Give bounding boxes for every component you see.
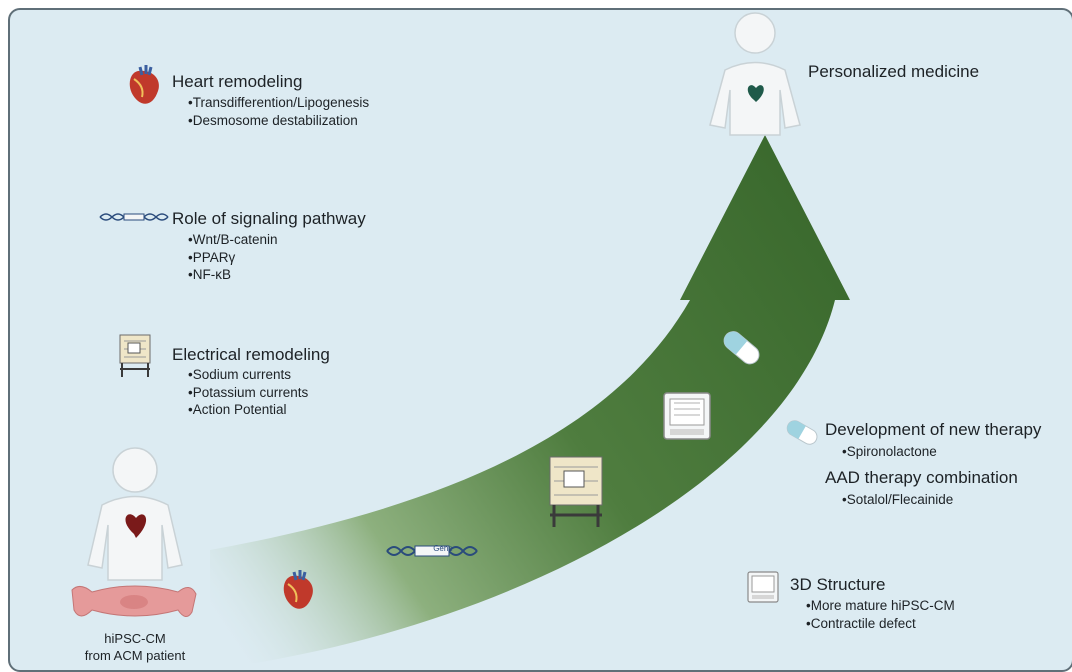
patient-caption: hiPSC-CM from ACM patient: [70, 630, 200, 664]
list-item: Spironolactone: [842, 443, 937, 461]
list-item: Contractile defect: [806, 615, 955, 633]
bioprinter-icon: [747, 571, 779, 603]
structure3d-title: 3D Structure: [790, 575, 886, 594]
heart-remodeling-list: Transdifferention/Lipogenesis Desmosome …: [188, 94, 369, 129]
list-item: More mature hiPSC-CM: [806, 597, 955, 615]
pill-icon: [786, 420, 818, 445]
caption-line: hiPSC-CM: [104, 631, 166, 646]
dna-icon: [99, 213, 169, 221]
diagram-frame: Gene Heart remodeling Transdifferention/…: [8, 8, 1072, 672]
caption-line: from ACM patient: [84, 648, 186, 663]
person-figure-patient: [87, 447, 183, 581]
new-therapy-title: Development of new therapy: [825, 420, 1042, 439]
heart-remodeling-title: Heart remodeling: [172, 72, 303, 91]
dna-gene-icon: [386, 545, 478, 557]
electrical-title: Electrical remodeling: [172, 345, 330, 364]
list-item: Potassium currents: [188, 384, 309, 402]
bioprinter-icon: [663, 392, 711, 440]
patch-clamp-rig-icon: [119, 334, 151, 377]
list-item: Sodium currents: [188, 366, 308, 384]
aad-list: Sotalol/Flecainide: [842, 491, 954, 509]
heart-icon: [125, 514, 147, 538]
electrical-list: Sodium currents Potassium currents Actio…: [188, 366, 309, 419]
anatomical-heart-icon: [283, 570, 313, 609]
gene-label: Gene: [433, 544, 453, 553]
person-figure-top: [709, 12, 801, 136]
anatomical-heart-icon: [129, 65, 159, 104]
list-item: Transdifferention/Lipogenesis: [188, 94, 369, 112]
diagram-graphics: [71, 12, 850, 670]
heart-icon: [747, 85, 764, 102]
new-therapy-list: Spironolactone: [842, 443, 937, 461]
structure3d-list: More mature hiPSC-CM Contractile defect: [806, 597, 955, 632]
list-item: Sotalol/Flecainide: [842, 491, 954, 509]
patch-clamp-rig-icon: [549, 456, 603, 527]
pill-icon: [723, 331, 760, 365]
signaling-list: Wnt/B-catenin PPARγ NF-κB: [188, 231, 278, 284]
personalized-medicine-title: Personalized medicine: [808, 62, 980, 81]
progress-arrow: [210, 135, 850, 670]
aad-title: AAD therapy combination: [825, 468, 1018, 487]
list-item: Action Potential: [188, 401, 308, 419]
list-item: Wnt/B-catenin: [188, 231, 278, 249]
list-item: PPARγ: [188, 249, 278, 267]
signaling-title: Role of signaling pathway: [172, 209, 366, 228]
list-item: Desmosome destabilization: [188, 112, 369, 130]
list-item: NF-κB: [188, 266, 278, 284]
